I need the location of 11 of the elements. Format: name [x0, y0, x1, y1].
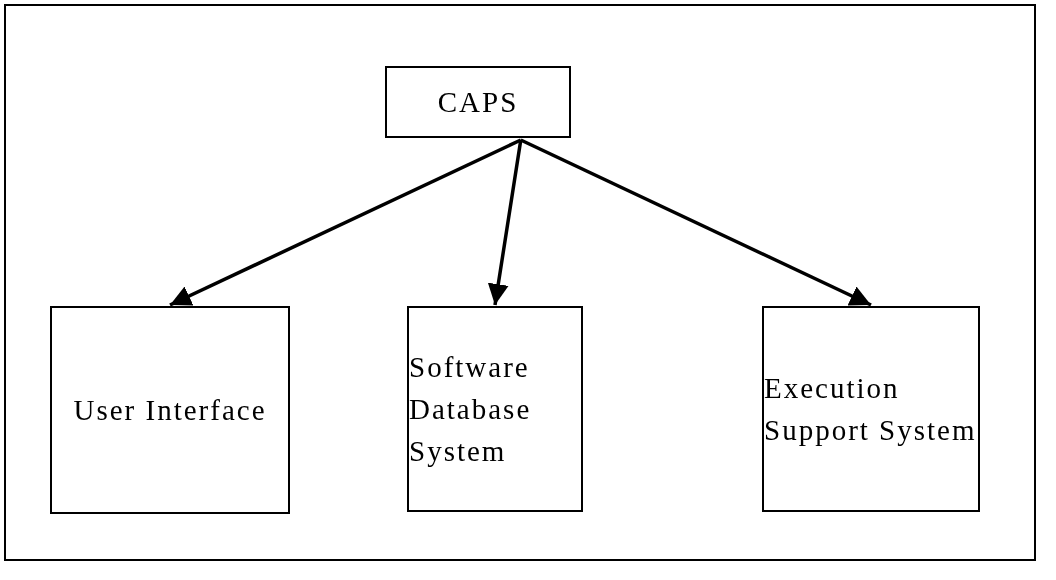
component-box	[762, 306, 980, 512]
system-box	[385, 66, 571, 138]
node-label: Execution Support System	[764, 370, 978, 448]
node-label: User Interface	[73, 392, 267, 428]
component-box	[50, 306, 290, 514]
node-label: Software Database System	[409, 349, 533, 469]
arrow	[520, 138, 872, 307]
node-label: CAPS	[437, 84, 519, 120]
arrow	[487, 139, 523, 306]
arrow	[169, 138, 522, 307]
component-box	[407, 306, 583, 512]
